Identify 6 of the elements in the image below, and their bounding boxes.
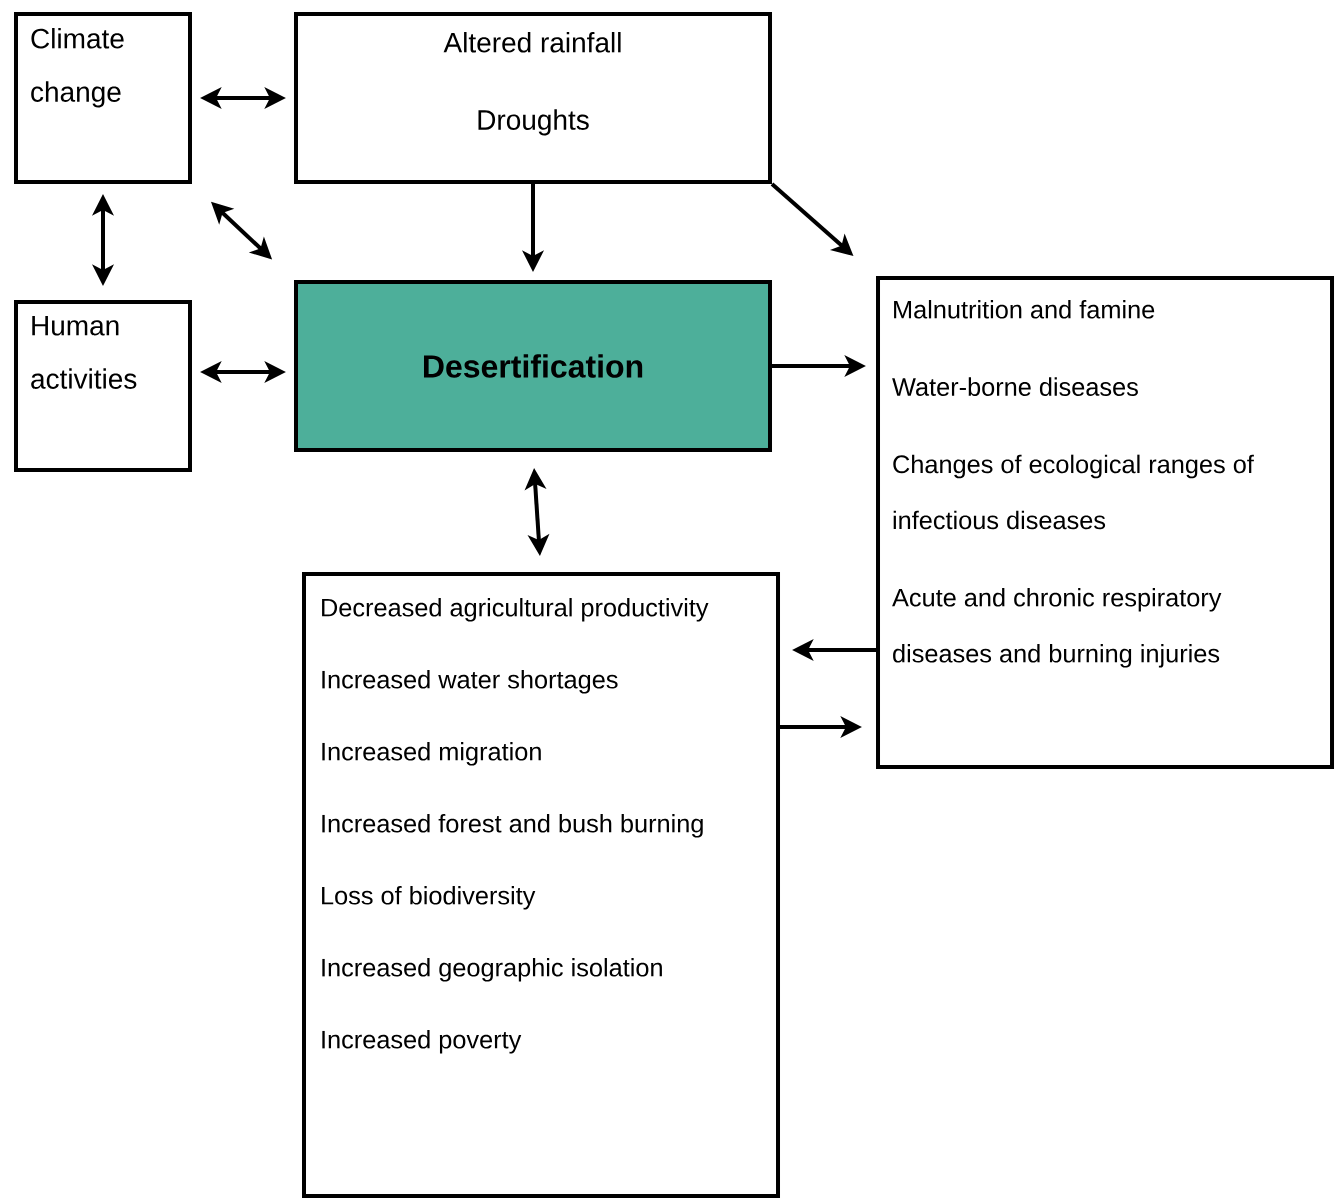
text-box: Human activities — [14, 300, 192, 472]
text-box: Decreased agricultural productivity Increased water shortages Increased migration Increased forest and bush burning Loss of biodiversity Increased geographic isolation Increased poverty — [302, 572, 780, 1198]
process-box: Desertification — [294, 280, 772, 452]
text-box: Malnutrition and famine Water-borne diseases Changes of ecological ranges of infectious diseases Acute and chronic respiratory diseases and burning injuries — [876, 276, 1334, 770]
text-box: Climate change — [14, 12, 192, 184]
text-box: Altered rainfall Droughts — [294, 12, 772, 184]
